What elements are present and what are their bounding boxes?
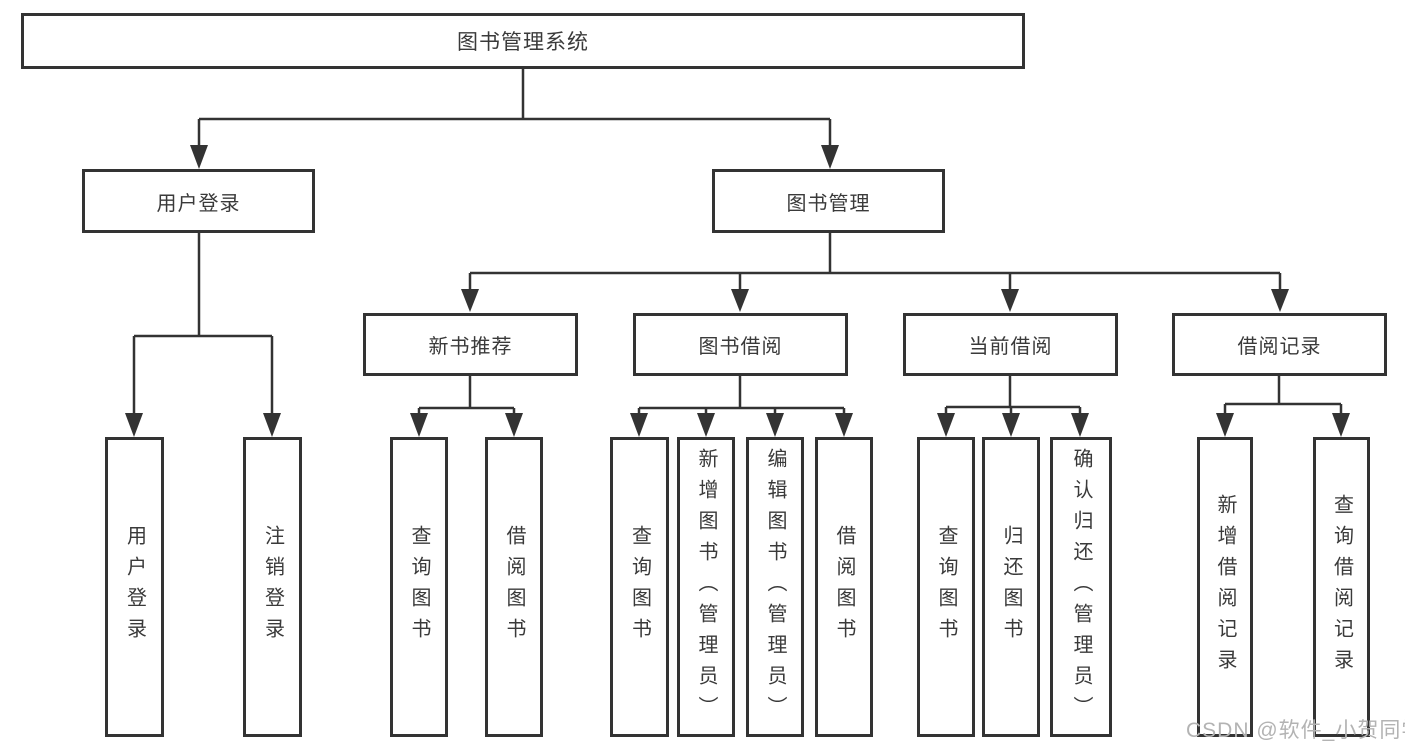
- node-borrow-add-books-label: 新增图书（管理员）: [695, 447, 717, 727]
- node-current-borrow-label: 当前借阅: [968, 336, 1053, 358]
- node-recommend-query-books: 查询图书: [390, 437, 448, 737]
- connector-book-borrow-children: [630, 376, 853, 437]
- node-records-query-record-label: 查询借阅记录: [1330, 494, 1353, 680]
- node-leaf-user-login: 用户登录: [105, 437, 164, 737]
- connector-user-login-children: [125, 233, 281, 437]
- node-borrow-query-books: 查询图书: [610, 437, 669, 737]
- node-borrow-edit-books: 编辑图书（管理员）: [746, 437, 804, 737]
- node-records-query-record: 查询借阅记录: [1313, 437, 1370, 737]
- node-current-return-books: 归还图书: [982, 437, 1040, 737]
- node-user-login-label: 用户登录: [156, 192, 241, 215]
- node-new-book-recommend-label: 新书推荐: [428, 336, 513, 358]
- node-recommend-query-books-label: 查询图书: [408, 525, 430, 649]
- node-new-book-recommend: 新书推荐: [363, 313, 578, 376]
- node-borrow-add-books: 新增图书（管理员）: [677, 437, 735, 737]
- node-records-add-record: 新增借阅记录: [1197, 437, 1253, 737]
- node-current-confirm-return-label: 确认归还（管理员）: [1070, 447, 1092, 727]
- node-leaf-logout: 注销登录: [243, 437, 302, 737]
- node-current-borrow: 当前借阅: [903, 313, 1118, 376]
- node-current-confirm-return: 确认归还（管理员）: [1050, 437, 1112, 737]
- node-borrow-query-books-label: 查询图书: [628, 525, 651, 649]
- node-book-borrow-label: 图书借阅: [698, 336, 783, 358]
- node-root: 图书管理系统: [21, 13, 1025, 69]
- node-book-borrow: 图书借阅: [633, 313, 848, 376]
- connector-current-borrow-children: [937, 376, 1089, 437]
- node-borrow-edit-books-label: 编辑图书（管理员）: [764, 447, 786, 727]
- connector-root-to-level2: [190, 69, 839, 169]
- node-recommend-borrow-books: 借阅图书: [485, 437, 543, 737]
- node-root-label: 图书管理系统: [457, 31, 589, 54]
- node-leaf-user-login-label: 用户登录: [123, 525, 146, 649]
- node-borrow-records-label: 借阅记录: [1237, 336, 1322, 358]
- connector-book-management-children: [461, 233, 1289, 312]
- node-borrow-borrow-books: 借阅图书: [815, 437, 873, 737]
- node-user-login: 用户登录: [82, 169, 315, 233]
- node-current-return-books-label: 归还图书: [1000, 525, 1022, 649]
- csdn-watermark: CSDN @软件_小贺同学: [1186, 719, 1405, 742]
- node-borrow-records: 借阅记录: [1172, 313, 1387, 376]
- node-current-query-books: 查询图书: [917, 437, 975, 737]
- node-recommend-borrow-books-label: 借阅图书: [503, 525, 525, 649]
- node-records-add-record-label: 新增借阅记录: [1214, 494, 1236, 680]
- node-borrow-borrow-books-label: 借阅图书: [833, 525, 855, 649]
- connector-new-book-recommend-children: [410, 376, 523, 437]
- node-current-query-books-label: 查询图书: [935, 525, 957, 649]
- node-book-management: 图书管理: [712, 169, 945, 233]
- node-leaf-logout-label: 注销登录: [261, 525, 284, 649]
- node-book-management-label: 图书管理: [786, 192, 871, 215]
- connector-borrow-records-children: [1216, 376, 1350, 437]
